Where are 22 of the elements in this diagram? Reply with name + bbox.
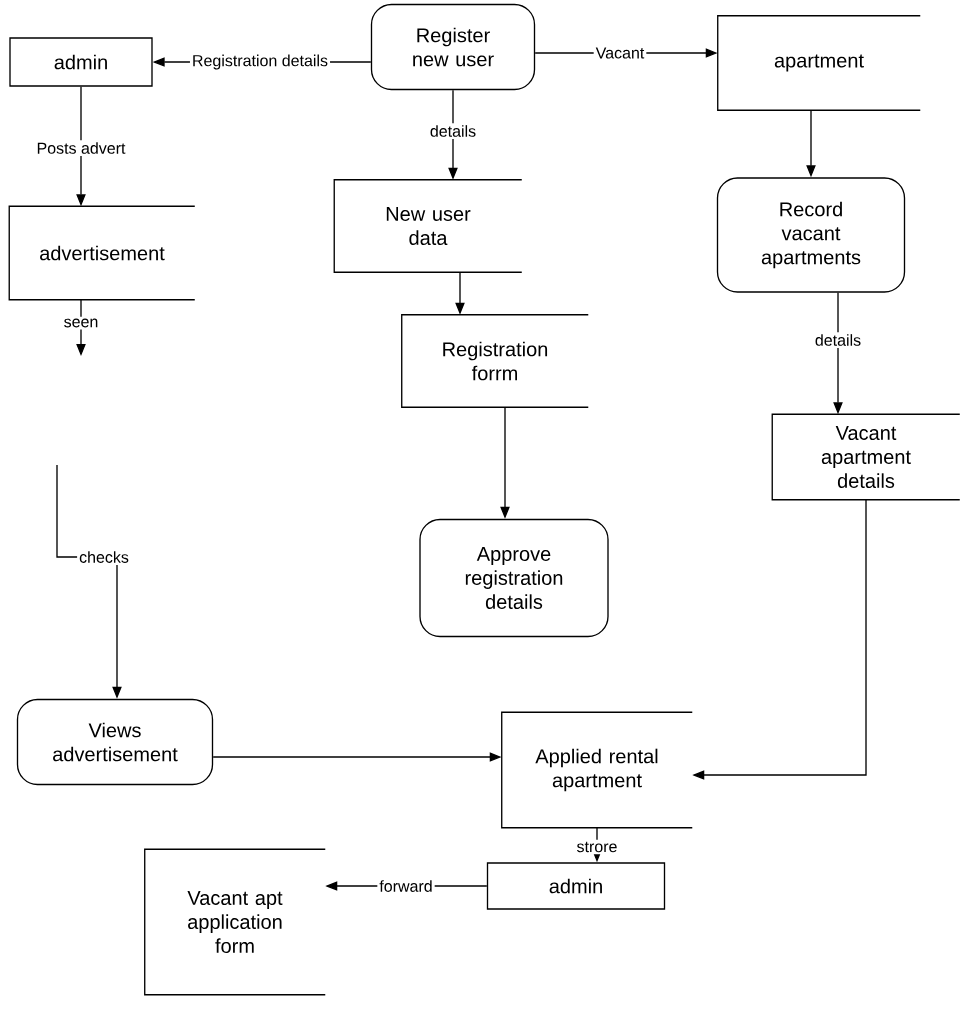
data-store: apartment [717,15,921,111]
data-store: New user data [333,179,523,273]
data-store: advertisement [8,205,196,301]
edge-label: Vacant [593,45,647,61]
edge-label: forward [377,878,435,894]
data-store: Applied rental apartment [501,711,693,829]
edge-label: seen [61,316,101,330]
edge-label: strore [574,839,620,855]
process-box: admin [486,862,666,910]
process-box: Record vacant apartments [716,177,906,293]
edge-label: details [812,332,864,348]
data-store: Registration forrm [401,314,589,408]
process-box: Register new user [370,3,536,91]
edge-label: Posts advert [34,140,128,156]
process-box: admin [9,37,153,87]
edge-label: details [427,123,479,139]
edge-label: checks [77,549,131,565]
edge-label: Registration details [189,52,331,72]
data-store: Vacant apt application form [144,848,326,996]
process-box: Approve registration details [419,518,609,638]
process-box: Views advertisement [16,698,214,786]
data-store: Vacant apartment details [771,413,961,501]
